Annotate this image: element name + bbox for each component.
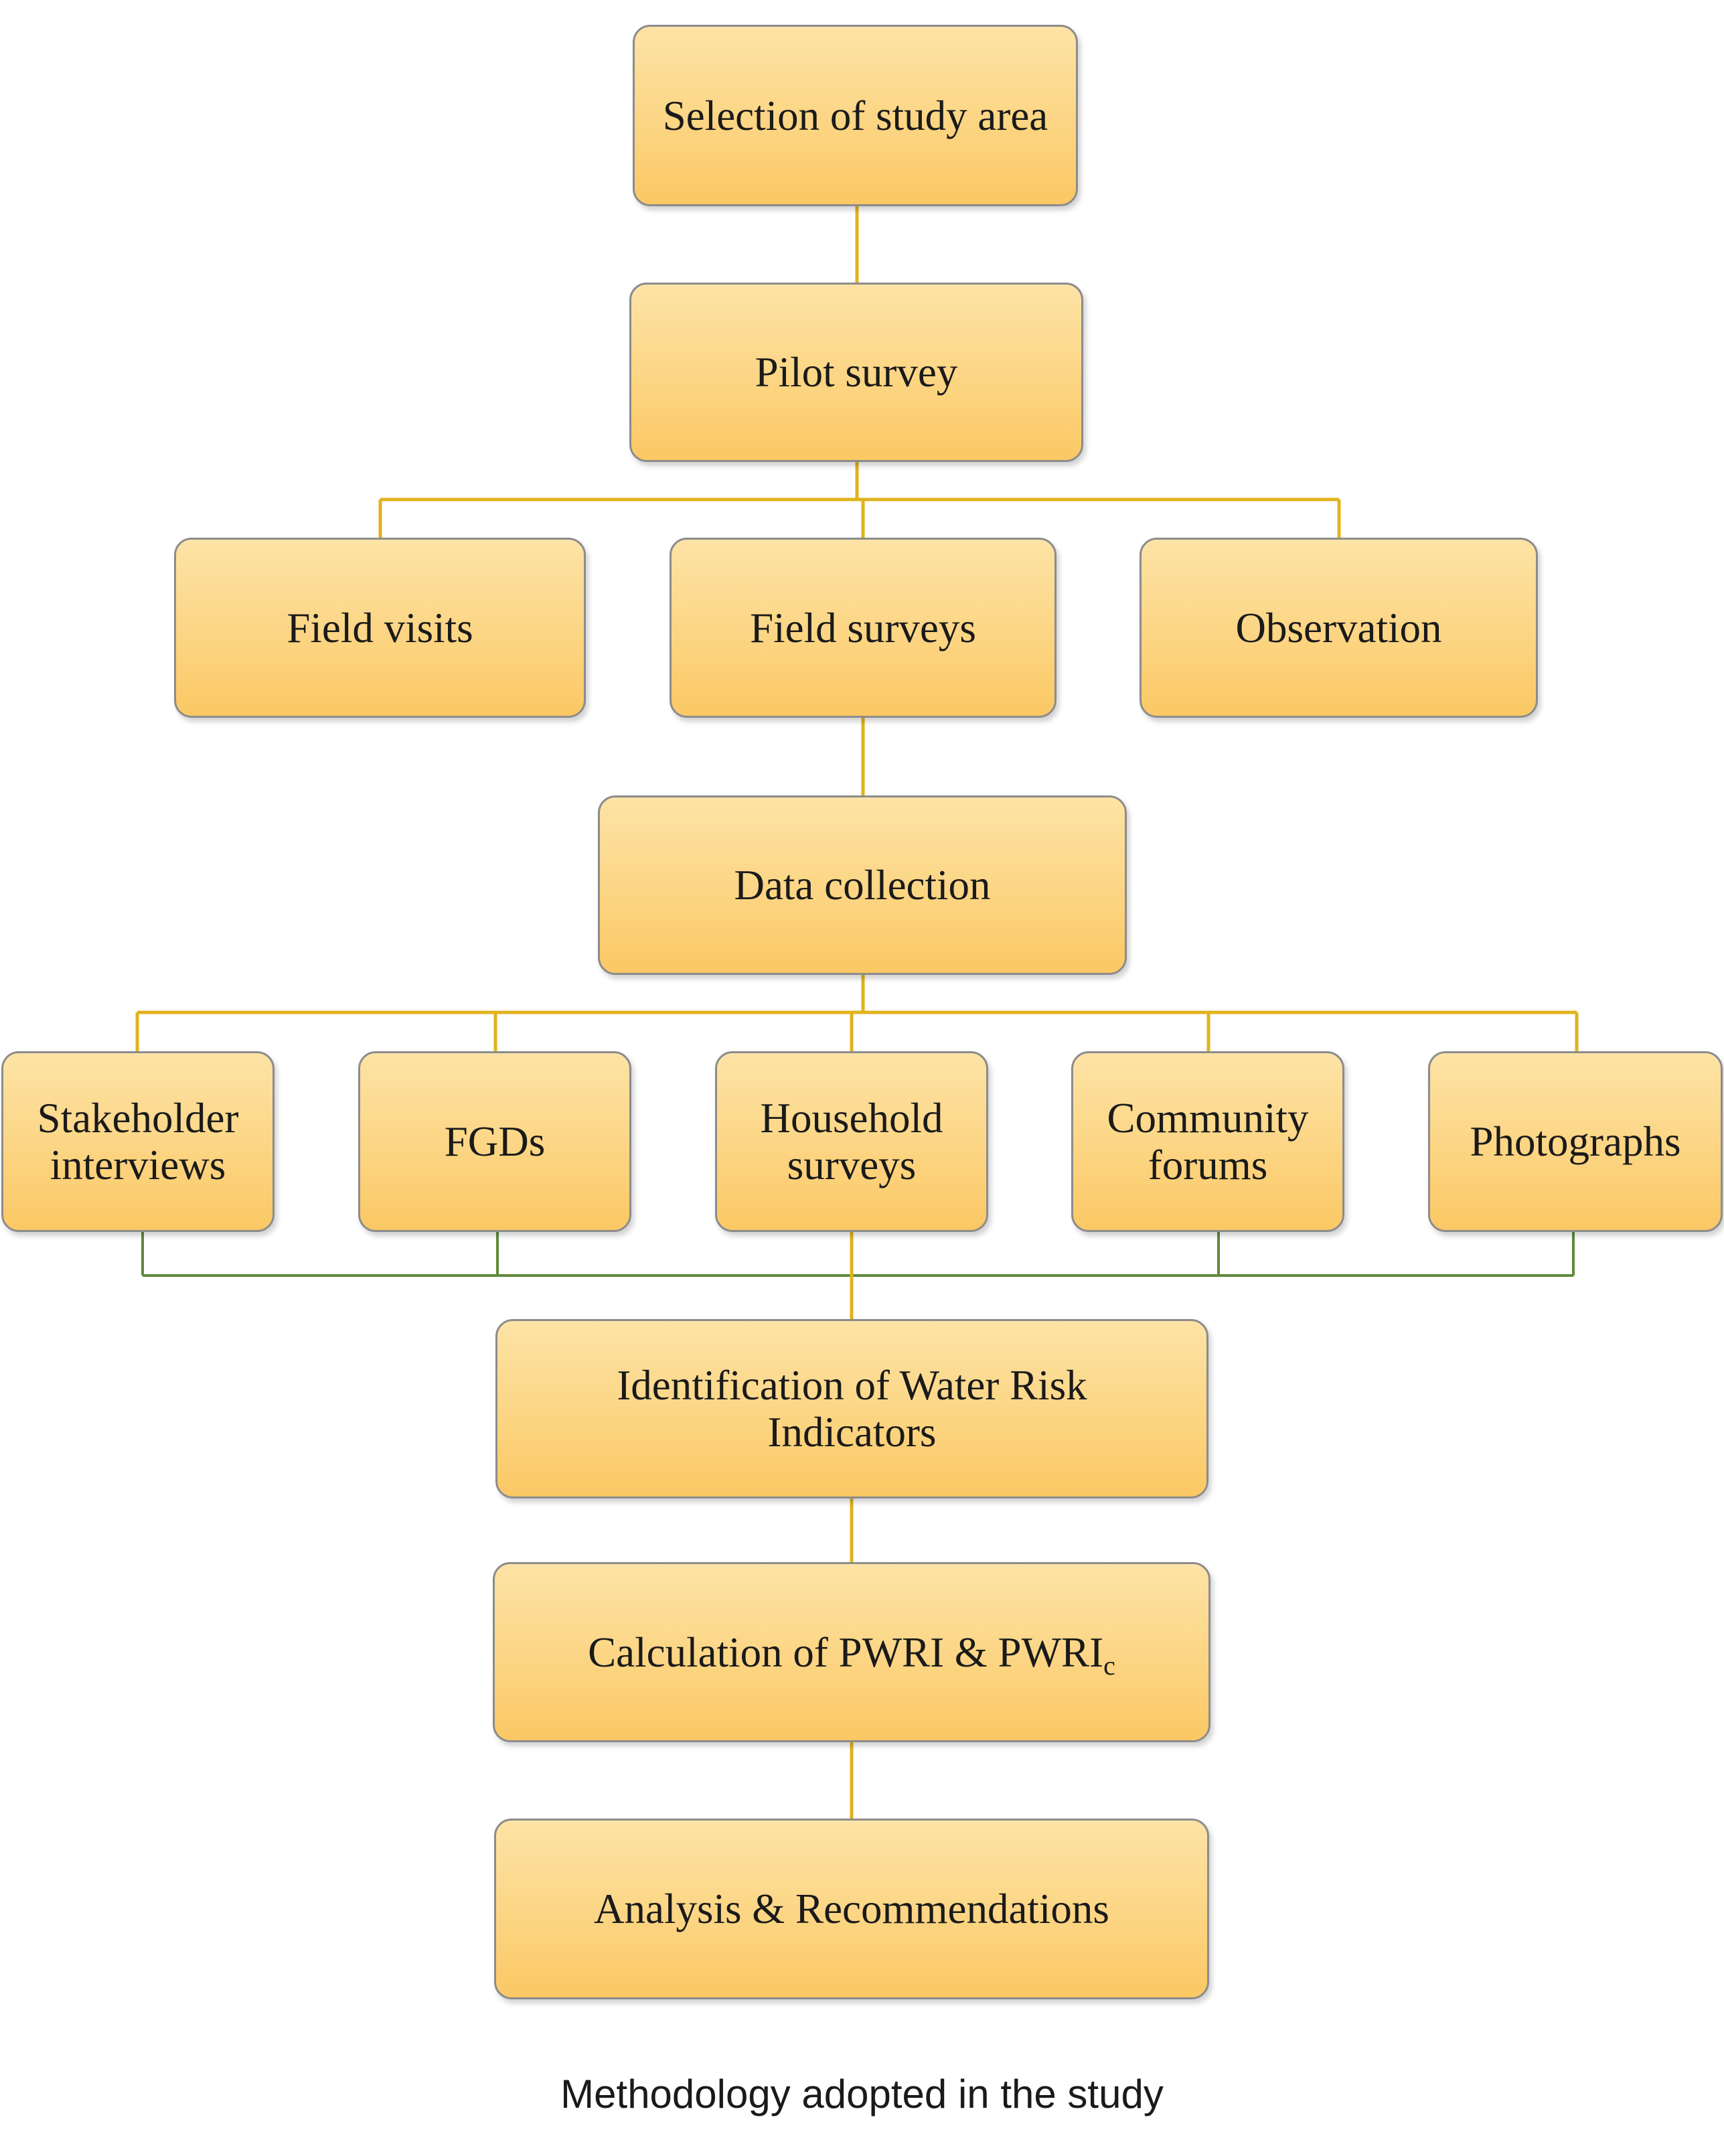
calculation-subscript: c bbox=[1103, 1650, 1115, 1681]
node-label-line-2: surveys bbox=[787, 1142, 917, 1188]
node-label: Data collection bbox=[734, 862, 991, 909]
calculation-main-text: Calculation of PWRI & PWRI bbox=[588, 1628, 1104, 1676]
node-label: Field surveys bbox=[750, 604, 976, 651]
node-label: Field visits bbox=[287, 604, 473, 651]
node-label-line-2: Indicators bbox=[767, 1409, 937, 1456]
node-label: Pilot survey bbox=[755, 349, 958, 396]
node-observation: Observation bbox=[1140, 538, 1538, 718]
node-label: FGDs bbox=[444, 1118, 546, 1165]
node-fgds: FGDs bbox=[358, 1051, 631, 1232]
node-label-line-1: Stakeholder bbox=[37, 1095, 239, 1142]
node-calculation-of-pwri: Calculation of PWRI & PWRIc bbox=[493, 1562, 1210, 1742]
node-label-line-2: forums bbox=[1148, 1142, 1268, 1188]
node-label-line-2: interviews bbox=[50, 1142, 226, 1188]
figure-caption: Methodology adopted in the study bbox=[560, 2072, 1164, 2116]
node-label: Observation bbox=[1235, 604, 1442, 651]
node-community-forums: Community forums bbox=[1071, 1051, 1344, 1232]
node-label: Selection of study area bbox=[662, 92, 1048, 139]
node-label: Analysis & Recommendations bbox=[594, 1885, 1109, 1932]
node-label-line-1: Identification of Water Risk bbox=[617, 1362, 1087, 1409]
node-data-collection: Data collection bbox=[598, 795, 1127, 975]
node-photographs: Photographs bbox=[1428, 1051, 1723, 1232]
node-label: Photographs bbox=[1470, 1118, 1681, 1165]
node-field-visits: Field visits bbox=[174, 538, 586, 718]
node-analysis-and-recommendations: Analysis & Recommendations bbox=[494, 1819, 1209, 1999]
node-stakeholder-interviews: Stakeholder interviews bbox=[1, 1051, 275, 1232]
node-selection-of-study-area: Selection of study area bbox=[633, 25, 1078, 206]
node-label-line-1: Community bbox=[1107, 1095, 1309, 1142]
node-label-line-1: Household bbox=[760, 1095, 943, 1142]
node-identification-of-water-risk-indicators: Identification of Water Risk Indicators bbox=[495, 1319, 1208, 1498]
node-field-surveys: Field surveys bbox=[670, 538, 1056, 718]
node-household-surveys: Household surveys bbox=[715, 1051, 988, 1232]
node-pilot-survey: Pilot survey bbox=[629, 283, 1083, 462]
node-label: Calculation of PWRI & PWRIc bbox=[588, 1628, 1115, 1679]
